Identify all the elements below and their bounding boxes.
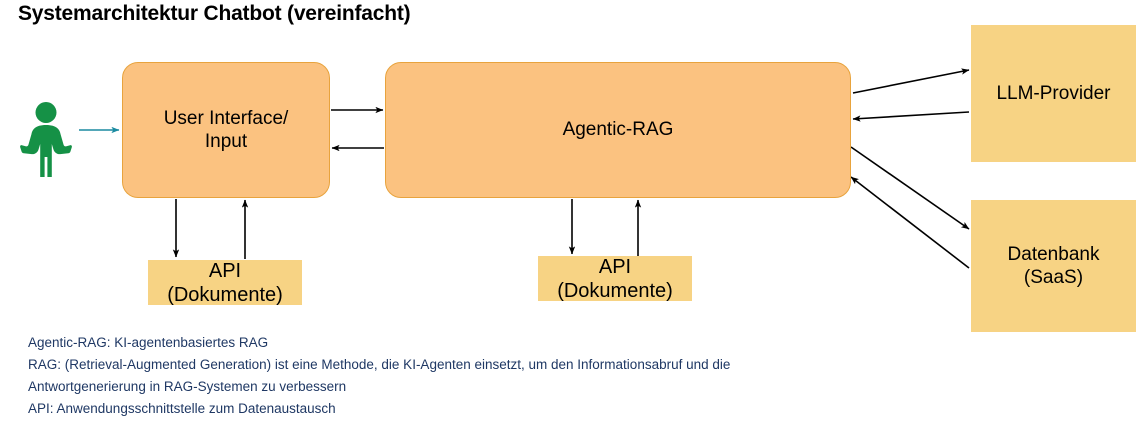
arrow-llm-to-rag — [852, 111, 970, 122]
node-datenbank-saas-label: Datenbank (SaaS) — [1007, 243, 1100, 288]
legend: Agentic-RAG: KI-agentenbasiertes RAG RAG… — [28, 332, 848, 419]
legend-line-rag-1: RAG: (Retrieval-Augmented Generation) is… — [28, 356, 731, 372]
node-user-interface[interactable]: User Interface/ Input — [122, 62, 330, 198]
node-api-dokumente-right[interactable]: API (Dokumente) — [538, 255, 692, 302]
person-icon — [20, 102, 72, 177]
node-user-interface-label: User Interface/ Input — [163, 107, 289, 152]
node-agentic-rag[interactable]: Agentic-RAG — [385, 62, 851, 198]
arrow-rag-to-db — [850, 146, 970, 230]
node-agentic-rag-label: Agentic-RAG — [562, 119, 674, 141]
legend-line-rag-2: Antwortgenerierung in RAG-Systemen zu ve… — [28, 378, 347, 394]
arrow-db-to-rag — [850, 176, 970, 269]
node-api-dokumente-right-label: API (Dokumente) — [557, 255, 673, 302]
node-datenbank-saas[interactable]: Datenbank (SaaS) — [971, 200, 1136, 332]
legend-line-api: API: Anwendungsschnittstelle zum Datenau… — [28, 400, 336, 416]
node-api-dokumente-left[interactable]: API (Dokumente) — [148, 259, 302, 306]
arrow-rag-to-llm — [852, 68, 970, 94]
legend-line-agentic-rag: Agentic-RAG: KI-agentenbasiertes RAG — [28, 335, 269, 350]
node-api-dokumente-left-label: API (Dokumente) — [167, 259, 283, 306]
node-llm-provider[interactable]: LLM-Provider — [971, 25, 1136, 162]
node-llm-provider-label: LLM-Provider — [996, 82, 1111, 104]
page-title: Systemarchitektur Chatbot (vereinfacht) — [18, 2, 411, 25]
